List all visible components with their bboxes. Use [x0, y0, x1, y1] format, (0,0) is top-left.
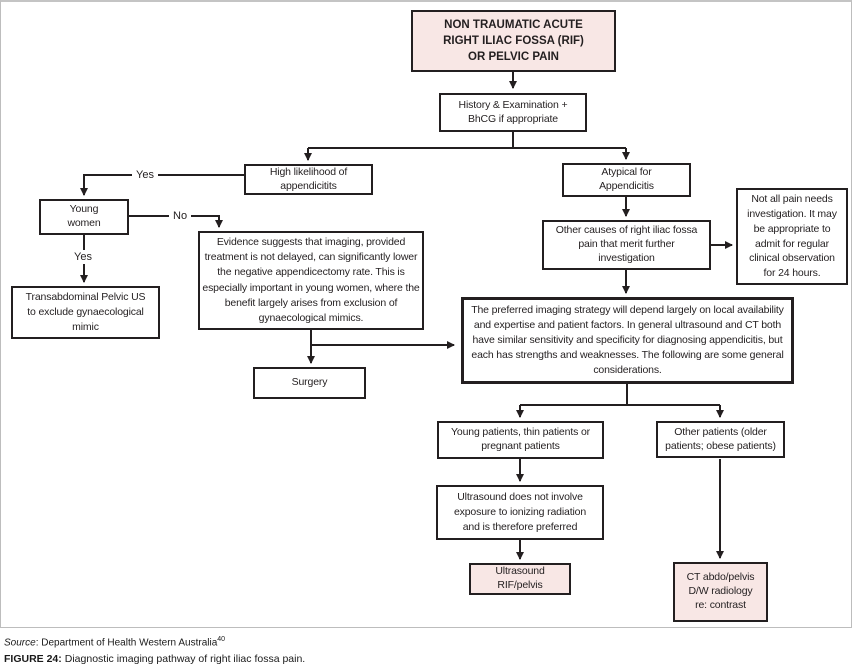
node-ct-abdo-pelvis: CT abdo/pelvis D/W radiology re: contras… — [673, 562, 768, 622]
node-evidence-imaging: Evidence suggests that imaging, provided… — [198, 231, 424, 330]
node-ultrasound-rif-pelvis: Ultrasound RIF/pelvis — [469, 563, 571, 595]
node-start: NON TRAUMATIC ACUTE RIGHT ILIAC FOSSA (R… — [411, 10, 616, 72]
edge-label-yes-young-women: Yes — [70, 250, 96, 264]
figure-caption: FIGURE 24:Diagnostic imaging pathway of … — [4, 652, 844, 667]
node-not-all-pain-needs-investigation: Not all pain needs investigation. It may… — [736, 188, 848, 285]
node-preferred-imaging-strategy: The preferred imaging strategy will depe… — [461, 297, 794, 384]
node-young-women: Young women — [39, 199, 129, 235]
node-other-causes: Other causes of right iliac fossa pain t… — [542, 220, 711, 270]
source-text: : Department of Health Western Australia — [35, 637, 218, 649]
node-ultrasound-no-radiation: Ultrasound does not involve exposure to … — [436, 485, 604, 540]
node-young-thin-pregnant-patients: Young patients, thin patients or pregnan… — [437, 421, 604, 459]
figure-caption-block: Source: Department of Health Western Aus… — [4, 633, 844, 667]
source-line: Source: Department of Health Western Aus… — [4, 633, 844, 650]
node-transabdominal-pelvic-us: Transabdominal Pelvic US to exclude gyna… — [11, 286, 160, 339]
edge-label-no-young-women: No — [169, 209, 192, 223]
node-atypical-appendicitis: Atypical for Appendicitis — [562, 163, 691, 197]
source-label: Source — [4, 637, 36, 649]
figure-text: Diagnostic imaging pathway of right ilia… — [64, 653, 306, 666]
node-history-examination: History & Examination + BhCG if appropri… — [439, 93, 587, 132]
node-other-patients: Other patients (older patients; obese pa… — [656, 421, 785, 458]
source-reference-number: 40 — [217, 636, 226, 643]
connector-lines — [80, 72, 733, 560]
figure-label: FIGURE 24: — [4, 653, 62, 666]
node-surgery: Surgery — [253, 367, 366, 399]
flowchart-panel: NON TRAUMATIC ACUTE RIGHT ILIAC FOSSA (R… — [0, 0, 852, 628]
edge-label-yes-high-likelihood: Yes — [132, 168, 158, 182]
node-high-likelihood-appendicitis: High likelihood of appendicitits — [244, 164, 373, 195]
